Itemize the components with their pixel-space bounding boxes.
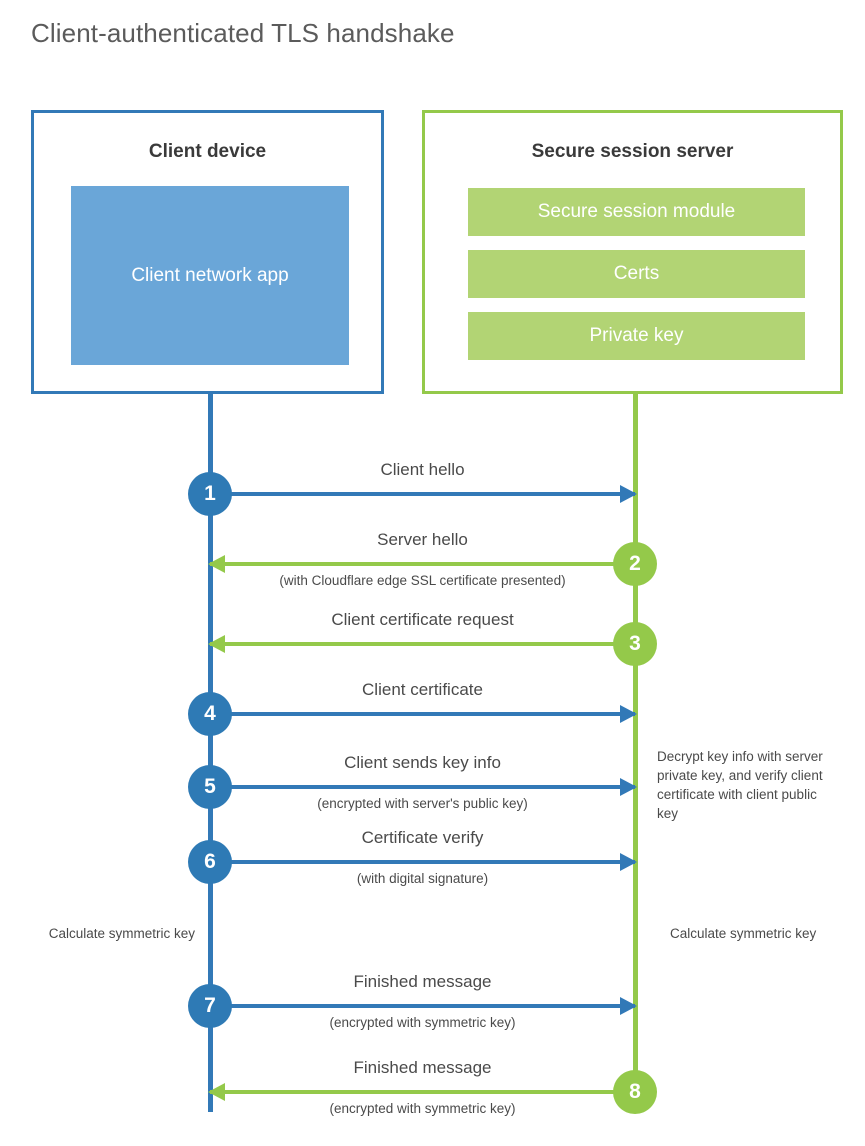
arrow-head-icon-6: [620, 853, 637, 871]
step-number-badge-8[interactable]: 8: [613, 1070, 657, 1114]
step-number-badge-4[interactable]: 4: [188, 692, 232, 736]
message-label-4: Client certificate: [362, 680, 483, 699]
secure-session-server-box: Secure session server Secure session mod…: [422, 110, 843, 394]
certs-block: Certs: [468, 250, 805, 298]
message-arrow-line-4: [210, 712, 635, 716]
message-sublabel-8: (encrypted with symmetric key): [329, 1101, 516, 1116]
step-number-badge-1[interactable]: 1: [188, 472, 232, 516]
arrow-head-icon-2: [208, 555, 225, 573]
note-calculate-symmetric-key-client: Calculate symmetric key: [48, 926, 195, 941]
private-key-block: Private key: [468, 312, 805, 360]
client-network-app-block: Client network app: [71, 186, 349, 365]
secure-session-server-title: Secure session server: [531, 141, 734, 162]
server-lifeline: [633, 394, 638, 1110]
message-sublabel-6: (with digital signature): [356, 871, 489, 886]
message-arrow-line-3: [210, 642, 635, 646]
arrow-head-icon-5: [620, 778, 637, 796]
message-arrow-line-1: [210, 492, 635, 496]
step-number-badge-5[interactable]: 5: [188, 765, 232, 809]
message-label-2: Server hello: [377, 530, 468, 549]
arrow-head-icon-7: [620, 997, 637, 1015]
step-number-badge-6[interactable]: 6: [188, 840, 232, 884]
step-number-badge-2[interactable]: 2: [613, 542, 657, 586]
client-device-box: Client device Client network app: [31, 110, 384, 394]
step-number-badge-3[interactable]: 3: [613, 622, 657, 666]
client-device-title: Client device: [148, 141, 267, 162]
message-sublabel-7: (encrypted with symmetric key): [329, 1015, 516, 1030]
step-number-badge-7[interactable]: 7: [188, 984, 232, 1028]
client-lifeline: [208, 394, 213, 1112]
arrow-head-icon-1: [620, 485, 637, 503]
message-arrow-line-5: [210, 785, 635, 789]
message-label-7: Finished message: [353, 972, 492, 991]
note-decrypt-key-info: Decrypt key info with server private key…: [657, 749, 823, 822]
arrow-head-icon-3: [208, 635, 225, 653]
message-sublabel-5: (encrypted with server's public key): [317, 796, 528, 811]
arrow-head-icon-4: [620, 705, 637, 723]
message-arrow-line-7: [210, 1004, 635, 1008]
message-label-5: Client sends key info: [344, 753, 501, 772]
secure-session-module-block: Secure session module: [468, 188, 805, 236]
message-arrow-line-2: [210, 562, 635, 566]
page-title: Client-authenticated TLS handshake: [31, 18, 455, 48]
message-label-8: Finished message: [353, 1058, 492, 1077]
message-arrow-line-6: [210, 860, 635, 864]
note-calculate-symmetric-key-server: Calculate symmetric key: [670, 926, 817, 941]
arrow-head-icon-8: [208, 1083, 225, 1101]
message-label-6: Certificate verify: [361, 828, 484, 847]
message-label-1: Client hello: [380, 460, 465, 479]
message-sublabel-2: (with Cloudflare edge SSL certificate pr…: [279, 573, 566, 588]
message-label-3: Client certificate request: [331, 610, 514, 629]
message-arrow-line-8: [210, 1090, 635, 1094]
